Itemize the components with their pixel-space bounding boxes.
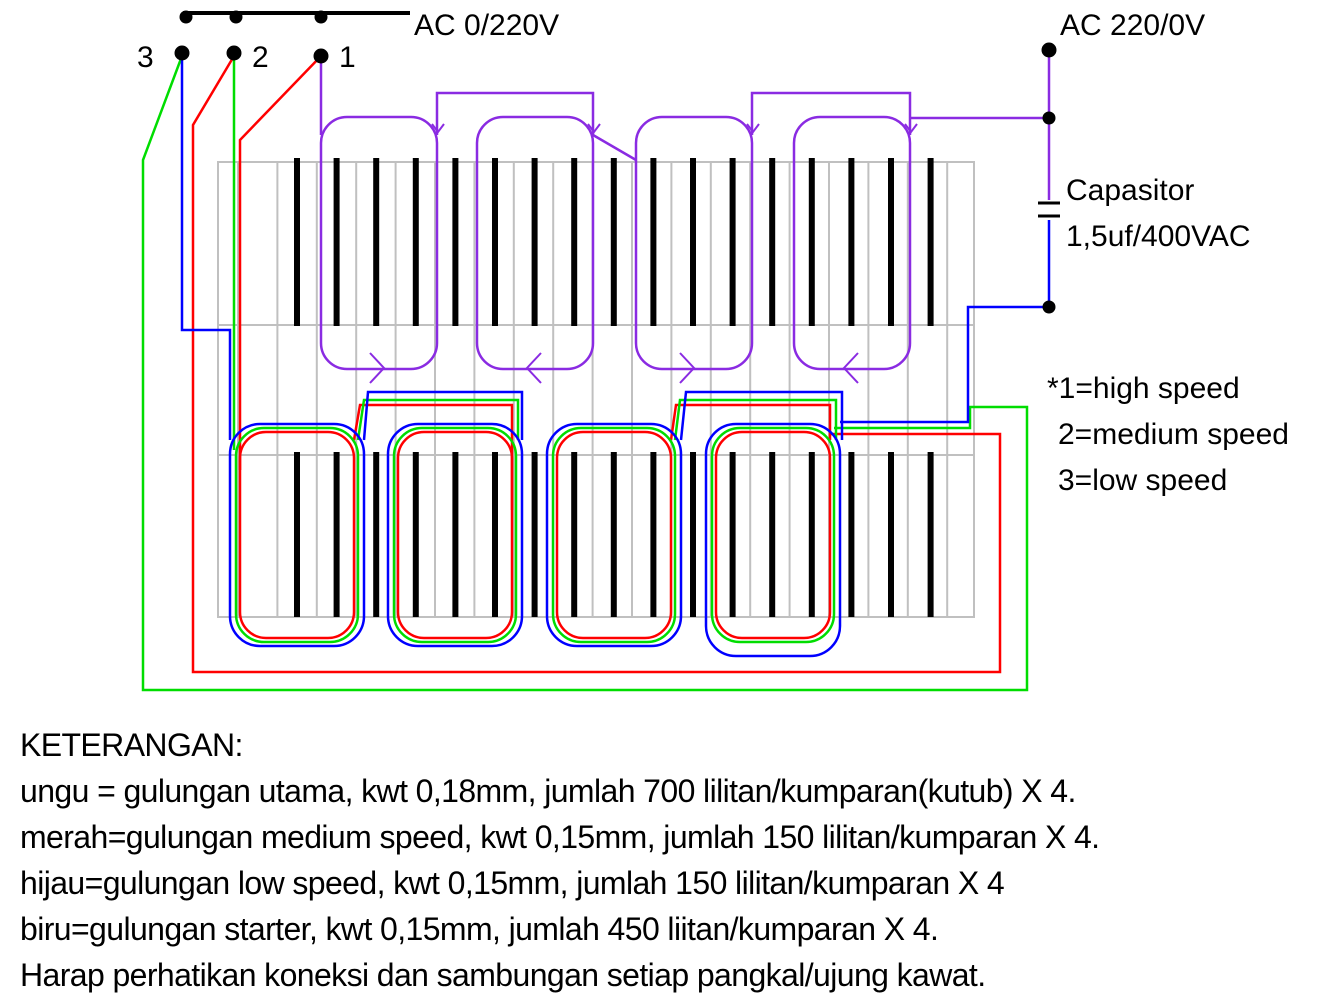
main-winding-purple	[319, 50, 1051, 384]
terminal-3-label: 3	[137, 41, 154, 74]
speed-legend-line-1: *1=high speed	[1047, 372, 1240, 405]
speed-legend-line-2: 2=medium speed	[1058, 418, 1289, 451]
ac-right-terminal-dot	[1041, 42, 1057, 58]
switch-contact-3	[179, 10, 193, 24]
notes-block: KETERANGAN: ungu = gulungan utama, kwt 0…	[20, 722, 1320, 998]
ac-right-label: AC 220/0V	[1060, 9, 1205, 42]
terminal-1-label: 1	[339, 41, 356, 74]
medium-winding-red	[191, 55, 1002, 674]
junction-starter-dot	[1042, 300, 1056, 314]
capacitor-symbol	[1038, 201, 1060, 218]
stator-slots	[294, 158, 934, 617]
terminal-2-dot	[226, 45, 242, 61]
terminal-3-dot	[174, 45, 190, 61]
notes-line-purple: ungu = gulungan utama, kwt 0,18mm, jumla…	[20, 773, 1076, 809]
speed-legend-line-3: 3=low speed	[1058, 464, 1227, 497]
terminals	[174, 10, 1057, 314]
winding-diagram: AC 0/220V AC 220/0V 3 2 1 Capasitor 1,5u…	[137, 9, 1289, 692]
terminal-1-dot	[313, 48, 329, 64]
capacitor-name-label: Capasitor	[1066, 174, 1194, 207]
switch-contact-2	[229, 10, 243, 24]
low-winding-green	[141, 55, 1029, 692]
junction-main-dot	[1042, 111, 1056, 125]
stator-frame-bottom	[217, 454, 975, 618]
switch-contact-1	[314, 10, 328, 24]
terminal-2-label: 2	[252, 41, 269, 74]
starter-winding-blue	[180, 56, 1051, 658]
notes-line-warning: Harap perhatikan koneksi dan sambungan s…	[20, 957, 986, 993]
notes-line-green: hijau=gulungan low speed, kwt 0,15mm, ju…	[20, 865, 1005, 901]
notes-line-blue: biru=gulungan starter, kwt 0,15mm, jumla…	[20, 911, 939, 947]
ac-left-label: AC 0/220V	[414, 9, 559, 42]
capacitor-value-label: 1,5uf/400VAC	[1066, 220, 1251, 253]
stator-frame-middle	[217, 324, 975, 456]
stator-grid	[217, 161, 975, 618]
notes-heading: KETERANGAN:	[20, 727, 243, 763]
notes-line-red: merah=gulungan medium speed, kwt 0,15mm,…	[20, 819, 1100, 855]
stator-frame-top	[217, 161, 975, 326]
